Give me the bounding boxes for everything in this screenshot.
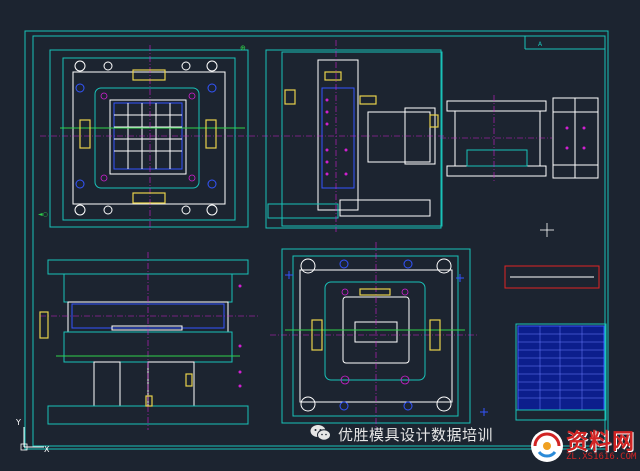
logo-url: ZL.XS1616.COM [566,452,637,462]
watermark-text: 优胜模具设计数据培训 [338,426,494,444]
view-bottom-plan[interactable] [270,242,488,430]
view-top-plan[interactable]: ◄○ ⊕ [38,44,260,232]
wechat-icon [310,425,331,441]
view-right-small[interactable] [552,97,599,179]
corner-label: A [538,41,543,48]
ucs-icon: Y X [15,418,50,454]
title-block[interactable] [515,323,607,421]
view-side-section[interactable] [262,40,445,232]
ucs-x-label: X [44,445,50,454]
view-front-small[interactable] [440,95,552,182]
logo-emblem [531,430,563,462]
svg-text:◄○: ◄○ [38,211,48,218]
view-bottom-section[interactable] [39,252,260,430]
cursor-crosshair-icon [540,223,554,237]
logo-name: 资料网 [566,430,636,455]
ucs-y-label: Y [15,418,21,427]
svg-text:⊕: ⊕ [240,44,246,52]
drawing-border: A [24,30,609,450]
view-detail-red[interactable] [504,265,600,289]
